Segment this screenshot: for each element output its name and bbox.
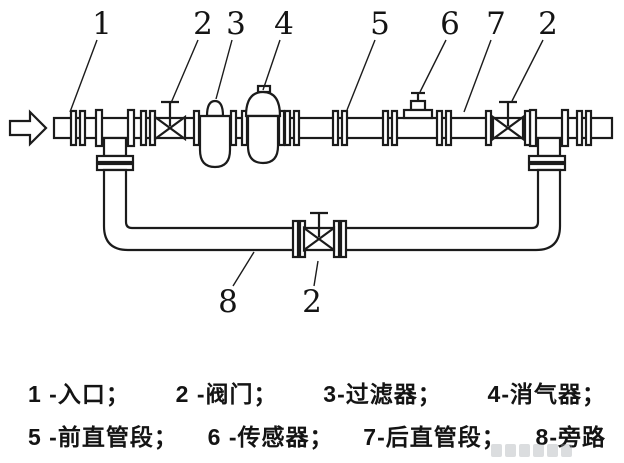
bypass-loop	[95, 136, 567, 259]
legend-item-rear-straight: 7-后直管段；	[363, 423, 506, 450]
pipe-flanges	[69, 109, 593, 147]
callout-valve-outlet: 2	[538, 6, 558, 42]
callout-inlet: 1	[92, 6, 112, 42]
air-eliminator-device	[244, 84, 282, 165]
legend-row-2: 5 -前直管段； 6 -传感器； 7-后直管段； 8-旁路	[28, 413, 606, 456]
legend-item-filter: 3-过滤器；	[323, 380, 442, 407]
callout-numbers: 1 2 3 4 5 6 7 2 8 2	[92, 6, 558, 320]
callout-bypass: 8	[218, 284, 238, 320]
callout-filter: 3	[226, 6, 246, 42]
callout-valve-bypass: 2	[302, 284, 322, 320]
tee-fittings	[94, 108, 570, 148]
legend-item-inlet: 1 -入口；	[28, 380, 130, 407]
sensor-fitting	[402, 91, 434, 120]
legend-item-front-straight: 5 -前直管段；	[28, 423, 178, 450]
callout-rear-straight: 7	[486, 6, 506, 42]
legend-item-bypass: 8-旁路	[535, 423, 606, 450]
legend: 1 -入口； 2 -阀门； 3-过滤器； 4-消气器； 5 -前直管段； 6 -…	[28, 370, 606, 456]
callout-sensor: 6	[440, 6, 460, 42]
callout-leaders	[69, 39, 544, 287]
watermark	[491, 444, 572, 457]
callout-front-straight: 5	[370, 6, 390, 42]
legend-row-1: 1 -入口； 2 -阀门； 3-过滤器； 4-消气器；	[28, 370, 606, 413]
inlet-arrow-icon	[8, 109, 48, 147]
callout-air-eliminator: 4	[274, 6, 294, 42]
legend-item-sensor: 6 -传感器；	[207, 423, 334, 450]
legend-item-air-eliminator: 4-消气器；	[487, 380, 606, 407]
piping-diagram: 1 2 3 4 5 6 7 2 8 2	[8, 6, 614, 320]
legend-item-valve: 2 -阀门；	[175, 380, 278, 407]
filter-device	[198, 99, 232, 169]
callout-valve-main: 2	[193, 6, 213, 42]
